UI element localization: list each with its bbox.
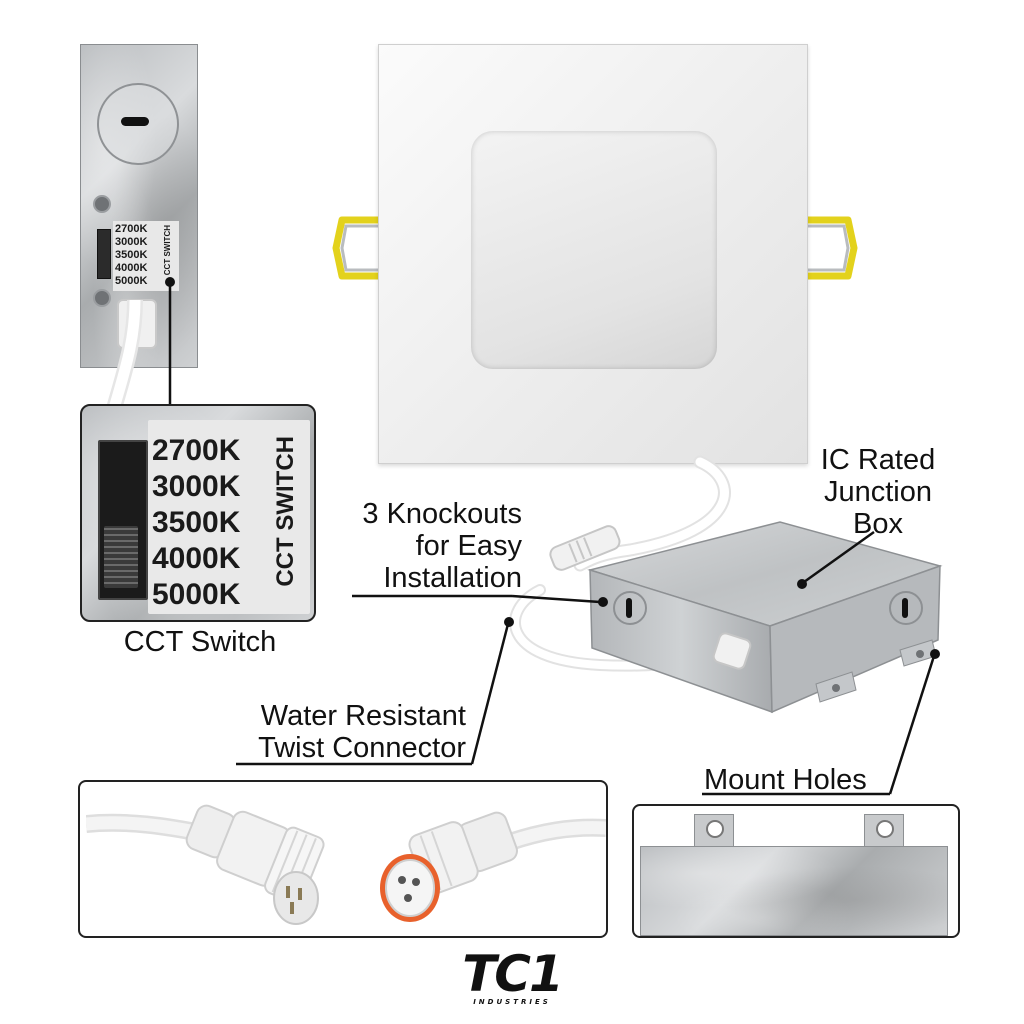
spring-clip-left [332,216,382,280]
brand-logo: TC1 INDUSTRIES [462,945,564,1006]
led-panel-light [378,44,808,464]
junction-box-side-photo: 2700K 3000K 3500K 4000K 5000K CCT SWITCH [80,44,198,368]
small-switch-label: 4000K [115,262,148,274]
small-box-cable [107,300,143,410]
screw-icon [93,195,111,213]
connector-callout: Water Resistant Twist Connector [200,700,466,764]
knockouts-leader [352,594,608,607]
connector-zoom-panel [78,780,608,938]
switch-label-panel [148,420,310,614]
cct-label-3000k: 3000K [152,470,241,503]
brand-logo-subtext: INDUSTRIES [473,998,551,1006]
cct-label-2700k: 2700K [152,434,241,467]
twist-connector [549,525,621,571]
small-switch-vertical-label: CCT SWITCH [163,225,172,276]
knockouts-callout: 3 Knockouts for Easy Installation [300,498,522,594]
junction-box-callout: IC Rated Junction Box [794,444,962,540]
mount-holes-leader [702,649,940,796]
connector-line-2: Twist Connector [258,732,466,764]
cct-label-4000k: 4000K [152,542,241,575]
mount-holes-zoom-panel [632,804,960,938]
junction-box-side-texture [640,846,948,936]
slide-switch-knob [104,526,138,588]
mount-hole-right [876,820,894,838]
screw-icon [93,289,111,307]
small-switch-label: 3000K [115,236,148,248]
small-switch-label: 5000K [115,275,148,287]
small-switch-label: 2700K [115,223,148,235]
switch-leader-line [165,277,175,410]
cct-switch-zoom-photo: 2700K 3000K 3500K 4000K 5000K CCT SWITCH [80,404,316,622]
brand-logo-text: TC1 [462,945,564,1003]
junction-box-leader [797,530,875,589]
slide-switch-small [97,229,111,279]
cct-label-3500k: 3500K [152,506,241,539]
connector-line-1: Water Resistant [260,700,466,732]
cct-switch-vertical-label: CCT SWITCH [272,436,299,587]
junction-box-line-1: IC Rated [820,444,936,476]
led-panel-lens [471,131,717,369]
cct-switch-caption: CCT Switch [123,626,277,658]
knockout-slot [121,117,149,126]
connector-male-plug [86,804,325,925]
knockouts-line-3: Installation [383,562,522,594]
mount-hole-left [706,820,724,838]
knockouts-line-1: 3 Knockouts [362,498,522,530]
cct-label-5000k: 5000K [152,578,241,611]
spring-clip-right [808,216,858,280]
junction-box-line-3: Box [853,508,903,540]
connector-female-plug [380,811,606,922]
knockouts-line-2: for Easy [415,530,522,562]
small-switch-label: 3500K [115,249,148,261]
connector-leader [236,617,514,766]
mount-holes-callout: Mount Holes [704,764,867,796]
junction-box-line-2: Junction [823,476,932,508]
